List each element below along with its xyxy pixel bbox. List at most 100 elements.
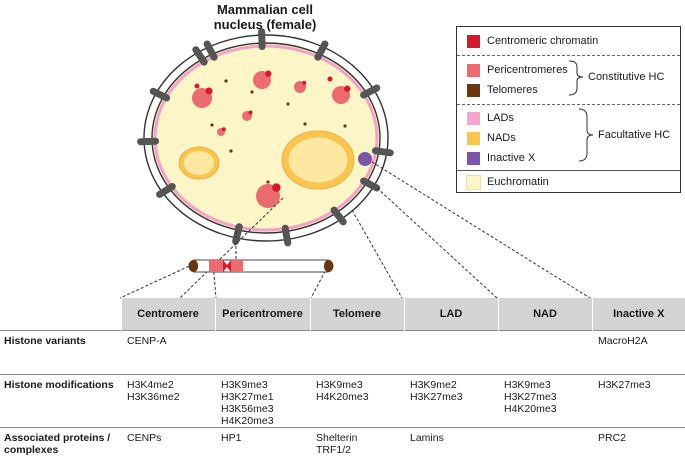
cell-value: H3K4me2 (127, 379, 174, 391)
legend-item-centromeric: Centromeric chromatin (467, 33, 598, 49)
legend-label: Pericentromeres (487, 64, 568, 76)
legend-braces (568, 60, 594, 162)
figure-title: Mammalian cell nucleus (female) (213, 2, 317, 32)
row-header: Histone modifications (0, 374, 121, 428)
legend-label: NADs (487, 132, 516, 144)
cell-value: H3K9me3 (316, 379, 363, 391)
cell-value: H3K27me1 (221, 391, 274, 403)
centromere-dot (302, 80, 307, 85)
legend-box: Centromeric chromatin Pericentromeres Te… (456, 26, 681, 193)
centromere-dot (265, 70, 272, 77)
column-header-inactive-x: Inactive X (591, 298, 685, 331)
column-header-lad: LAD (403, 298, 498, 331)
legend-item-telomeres: Telomeres (467, 82, 538, 98)
table-cell: Lamins (404, 427, 498, 464)
cell-value: Shelterin (316, 432, 358, 444)
connector-line (179, 197, 284, 299)
telomere-dot (210, 123, 214, 127)
legend-swatch (467, 131, 480, 145)
legend-item-lads: LADs (467, 110, 514, 126)
telomere-dot (343, 124, 347, 128)
cell-value: PRC2 (598, 432, 627, 444)
nuclear-pore (232, 223, 243, 245)
connector-line (371, 161, 591, 299)
nuclear-pore (360, 84, 381, 99)
telomere-dot (229, 149, 233, 153)
legend-swatch (467, 151, 480, 165)
cell-value: H3K36me2 (127, 391, 180, 403)
nuclear-pore (258, 28, 266, 51)
telomere-dot (266, 180, 270, 184)
cell-value: H3K27me3 (598, 379, 651, 391)
table-cell (498, 427, 592, 464)
column-header-nad: NAD (497, 298, 592, 331)
legend-swatch (467, 63, 480, 77)
column-header-centromere: Centromere (120, 298, 215, 331)
table-corner (0, 298, 121, 331)
table-cell: H3K27me3 (592, 374, 685, 428)
legend-label: Euchromatin (487, 176, 549, 188)
chromosome (188, 259, 334, 273)
row-header: Histone variants (0, 330, 121, 375)
legend-group-facultative: Facultative HC (598, 129, 671, 141)
cell-value: CENP-A (127, 335, 167, 347)
legend-label: Inactive X (487, 152, 536, 164)
cell-value: H3K27me3 (410, 391, 463, 403)
legend-divider (457, 170, 680, 171)
column-header-pericentromere: Pericentromere (214, 298, 310, 331)
telomeres (210, 79, 347, 184)
row-header: Associated proteins / complexes (0, 427, 121, 464)
cell-value: H3K9me2 (410, 379, 457, 391)
table-cell: MacroH2A (592, 330, 685, 375)
table-cell: HP1 (215, 427, 310, 464)
legend-divider (457, 104, 680, 105)
nad-inner (287, 136, 349, 184)
connector-line (376, 187, 498, 299)
connector-line (351, 209, 403, 299)
legend-swatch (467, 34, 480, 48)
connector-line (119, 261, 199, 299)
cell-value: TRF1/2 (316, 444, 352, 456)
cell-value: H4K20me3 (221, 415, 274, 427)
table-cell (498, 330, 592, 375)
table-cell: CENPs (121, 427, 215, 464)
centromere-dot (205, 87, 213, 95)
column-header-telomere: Telomere (309, 298, 404, 331)
table-cell (215, 330, 310, 375)
centromere-dot (194, 83, 200, 89)
legend-label: Telomeres (487, 84, 538, 96)
legend-group-constitutive: Constitutive HC (588, 71, 665, 83)
centromere-dot (221, 127, 226, 132)
nuclear-pores (137, 28, 394, 247)
legend-swatch (466, 174, 481, 190)
cell-value: H3K9me3 (221, 379, 268, 391)
table-cell (404, 330, 498, 375)
cell-value: H3K27me3 (504, 391, 557, 403)
centromere-dot (272, 183, 281, 192)
table-cell (310, 330, 404, 375)
nuclear-pore (371, 147, 394, 157)
telomere-dot (286, 102, 290, 106)
nuclear-pore (203, 40, 218, 61)
telomere-dot (303, 122, 307, 126)
nuclear-pore (149, 87, 171, 102)
cell-value: Lamins (410, 432, 444, 444)
telomere-dot (250, 90, 254, 94)
legend-label: LADs (487, 112, 514, 124)
cell-value: MacroH2A (598, 335, 648, 347)
nuclear-pore (192, 46, 208, 66)
table-cell: CENP-A (121, 330, 215, 375)
cell-value: H4K20me3 (504, 403, 557, 415)
cell-value: HP1 (221, 432, 242, 444)
table-cell: PRC2 (592, 427, 685, 464)
nuclear-pore (137, 137, 160, 146)
nuclear-pore (156, 182, 176, 198)
